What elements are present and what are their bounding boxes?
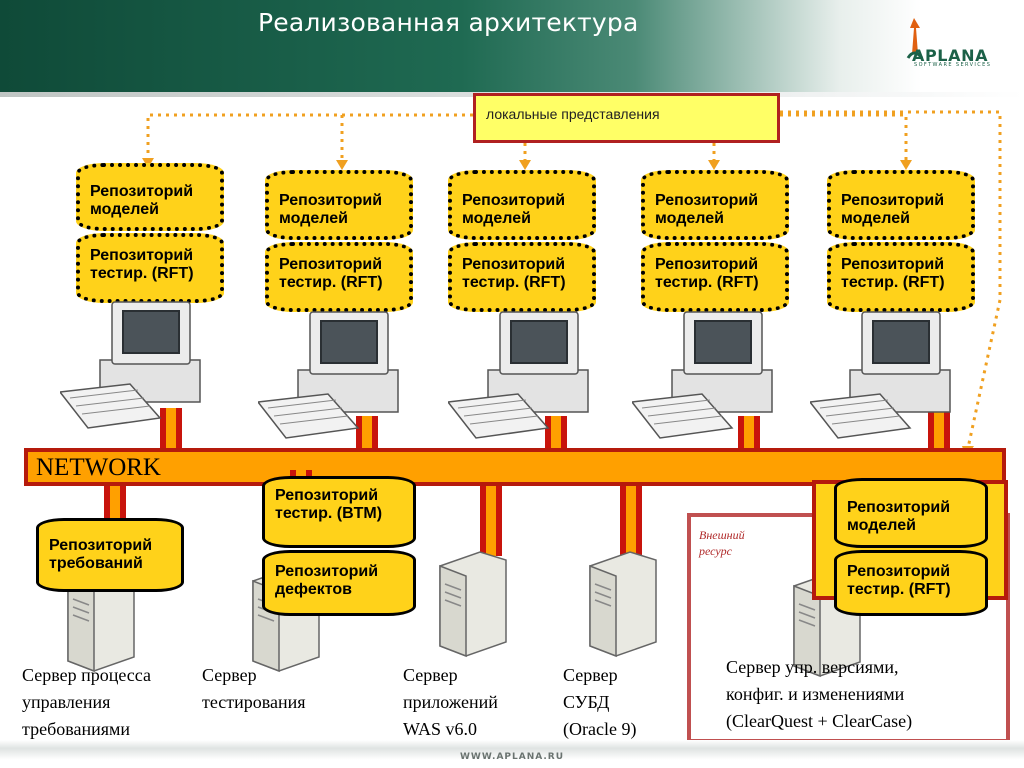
caption-line: Сервер процесса (22, 665, 151, 685)
app-server-icon (439, 551, 507, 658)
caption-line: требованиями (22, 719, 131, 739)
footer-url: WWW.APLANA.RU (460, 752, 565, 762)
requirements-server-icon (67, 566, 135, 673)
caption-line: Сервер (403, 665, 458, 685)
pc-2-icon (258, 311, 399, 439)
vc-test-repository: Репозиторий тестир. (RFT) (834, 550, 988, 616)
caption-line: (Oracle 9) (563, 719, 637, 739)
logo-text: APLANA (912, 46, 989, 65)
dbms-server-link (620, 486, 642, 556)
network-label: NETWORK (36, 454, 161, 481)
dbms-server-icon (589, 551, 657, 658)
requirements-server-link (104, 486, 126, 522)
caption-line: СУБД (563, 692, 610, 712)
caption-line: приложений (403, 692, 498, 712)
pc-3-link (545, 416, 567, 450)
pc-4-icon (632, 311, 773, 439)
pc-3-icon (448, 311, 589, 439)
footer-divider (0, 740, 1024, 768)
app-server-link (480, 486, 502, 556)
external-resource-label-line: ресурс (699, 544, 732, 558)
vc-model-repository-label: Репозиторий моделей (847, 499, 951, 534)
caption-line: Сервер упр. версиями, (726, 657, 899, 677)
vc-model-repository: Репозиторий моделей (834, 478, 988, 548)
defects-repository-label: Репозиторий дефектов (275, 563, 379, 598)
slide-title: Реализованная архитектура (258, 8, 639, 37)
app-server-caption: Сервер приложений WAS v6.0 (403, 662, 498, 743)
slide-header (0, 0, 1024, 92)
external-resource-label-line: Внешний (699, 528, 745, 542)
aplana-logo-icon (906, 18, 924, 59)
caption-line: тестирования (202, 692, 306, 712)
pc-4-link (738, 416, 760, 450)
vc-test-repository-label: Репозиторий тестир. (RFT) (847, 563, 951, 598)
local-views-label: локальные представления (486, 106, 660, 122)
defects-repository: Репозиторий дефектов (262, 550, 416, 616)
logo-subtitle: SOFTWARE SERVICES (914, 62, 992, 68)
caption-line: WAS v6.0 (403, 719, 478, 739)
requirements-server-caption: Сервер процесса управления требованиями (22, 662, 151, 743)
pc-5-icon (810, 311, 951, 439)
version-control-server-caption: Сервер упр. версиями, конфиг. и изменени… (726, 654, 912, 735)
pc-2-link (356, 416, 378, 450)
local-views-box: локальные представления (473, 93, 780, 143)
caption-line: Сервер (202, 665, 257, 685)
caption-line: (ClearQuest + ClearCase) (726, 711, 913, 731)
pc-1-link (160, 408, 182, 450)
btm-test-repository-label: Репозиторий тестир. (BTM) (275, 487, 383, 522)
pc-5-link (928, 410, 950, 450)
caption-line: Сервер (563, 665, 618, 685)
testing-server-caption: Сервер тестирования (202, 662, 306, 716)
btm-test-repository: Репозиторий тестир. (BTM) (262, 476, 416, 548)
external-resource-label: Внешний ресурс (699, 527, 745, 559)
caption-line: конфиг. и изменениями (726, 684, 905, 704)
pc-1-icon (60, 301, 201, 429)
caption-line: управления (22, 692, 111, 712)
dbms-server-caption: Сервер СУБД (Oracle 9) (563, 662, 636, 743)
